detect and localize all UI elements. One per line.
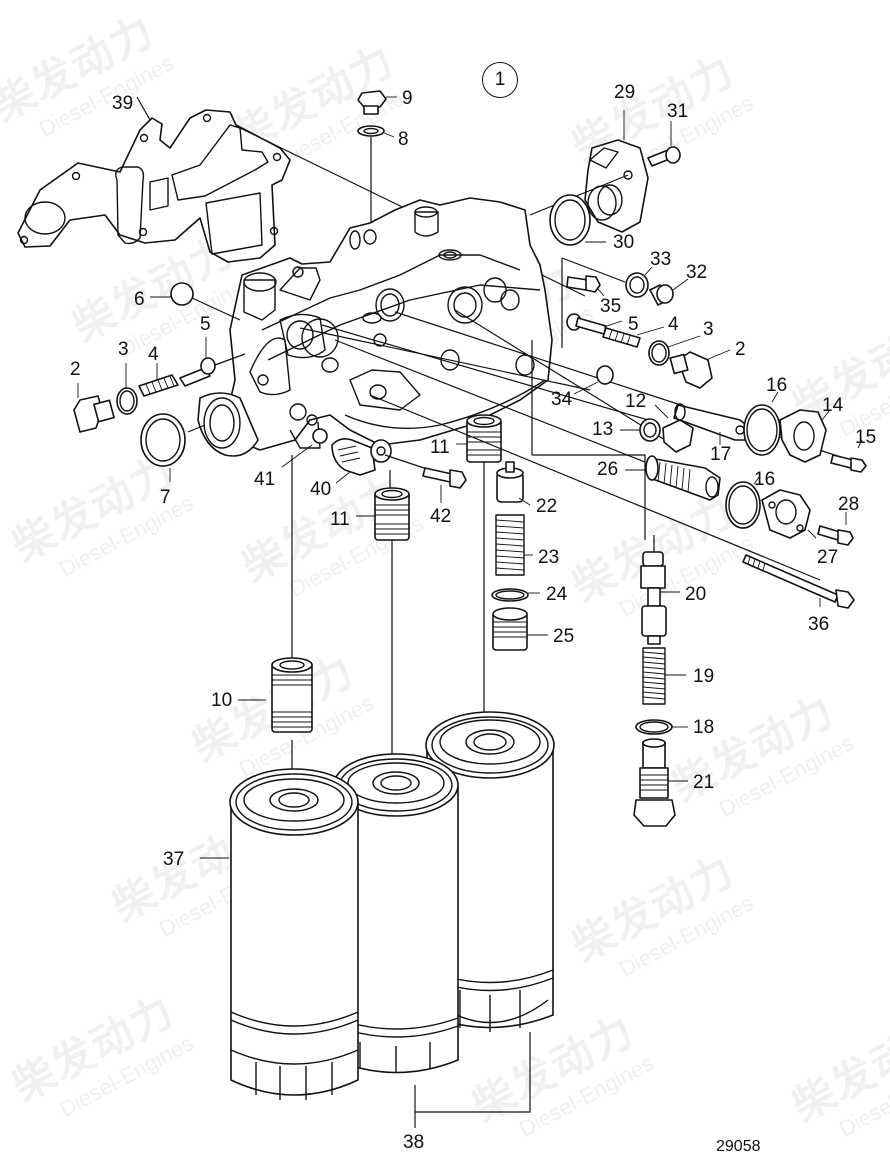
plug-21 [633,738,676,827]
callout-6: 6 [134,289,145,310]
view-marker-number: 1 [494,69,506,90]
callout-2: 2 [735,339,746,360]
oring-16-upper [743,404,781,456]
bolt-42 [422,467,467,489]
oring-30 [549,194,591,246]
callout-19: 19 [693,666,715,687]
callout-34: 34 [551,389,573,410]
callout-16: 16 [754,469,776,490]
plug-12 [662,419,694,453]
callout-35: 35 [600,296,622,317]
plug-32 [649,284,674,306]
oil-filter-37 [229,768,359,1100]
cover-27 [761,489,811,539]
bolt-35 [566,275,601,293]
callout-23: 23 [538,547,560,568]
callout-14: 14 [822,395,844,416]
callout-30: 30 [613,232,635,253]
plug-25 [492,607,528,651]
filter-valve-26 [645,455,721,501]
callout-5: 5 [200,314,211,335]
bolt-28 [817,525,854,546]
valve-22 [496,461,524,503]
oil-filter-middle [333,753,459,1074]
callout-15: 15 [855,427,877,448]
piston-5-left [179,357,216,387]
callout-39: 39 [112,93,134,114]
spring-4-right [602,327,641,348]
oil-filter-housing [227,197,553,451]
callout-13: 13 [592,419,614,440]
piston-5-right [566,313,607,335]
callout-36: 36 [808,614,830,635]
callout-20: 20 [685,584,707,605]
bolt-15 [830,454,867,473]
callout-31: 31 [667,101,689,122]
callout-11: 11 [430,437,450,458]
callout-10: 10 [211,690,233,711]
oring-34 [596,365,614,385]
spring-19 [642,647,666,705]
plug-2-right [669,351,713,389]
bolt-36 [742,554,855,609]
callout-29: 29 [614,82,636,103]
callout-11: 11 [330,509,350,530]
spring-4-left [138,374,179,397]
callout-17: 17 [710,444,732,465]
bolt-31 [647,146,681,167]
nipple-11-upper [466,414,502,463]
callout-2: 2 [70,359,81,380]
callout-3: 3 [118,339,129,360]
callout-27: 27 [817,547,839,568]
valve-40 [331,438,392,476]
plug-2-left [73,395,115,433]
callout-5: 5 [628,314,639,335]
callout-28: 28 [838,494,860,515]
callout-7: 7 [160,487,171,508]
callout-18: 18 [693,717,715,738]
callout-16: 16 [766,375,788,396]
oring-41 [312,428,328,444]
diagram-number: 29058 [716,1138,761,1155]
callout-8: 8 [398,129,409,150]
callout-12: 12 [625,391,647,412]
callout-38: 38 [403,1132,425,1153]
callout-42: 42 [430,506,452,527]
plug-9 [357,90,387,115]
callout-25: 25 [553,626,575,647]
callout-3: 3 [703,319,714,340]
plug-6 [170,282,194,306]
valve-20 [640,551,667,645]
callout-37: 37 [163,849,185,870]
cover-14 [779,409,827,463]
callout-26: 26 [597,459,619,480]
nipple-11-lower [374,487,410,541]
callout-21: 21 [693,772,715,793]
oring-7 [140,413,186,467]
spring-23 [495,514,525,576]
view-marker: 1 [482,62,518,98]
callout-9: 9 [402,88,413,109]
callout-40: 40 [310,479,332,500]
oring-16-lower [725,481,761,529]
callout-41: 41 [254,469,276,490]
callout-4: 4 [668,314,679,335]
thermostat-cover-29 [584,139,649,233]
washer-8 [357,125,385,137]
callout-4: 4 [148,344,159,365]
nipple-10 [271,657,313,733]
port-outlet [197,392,259,457]
callout-32: 32 [686,262,708,283]
callout-22: 22 [536,496,558,517]
callout-33: 33 [650,249,672,270]
callout-24: 24 [546,584,568,605]
